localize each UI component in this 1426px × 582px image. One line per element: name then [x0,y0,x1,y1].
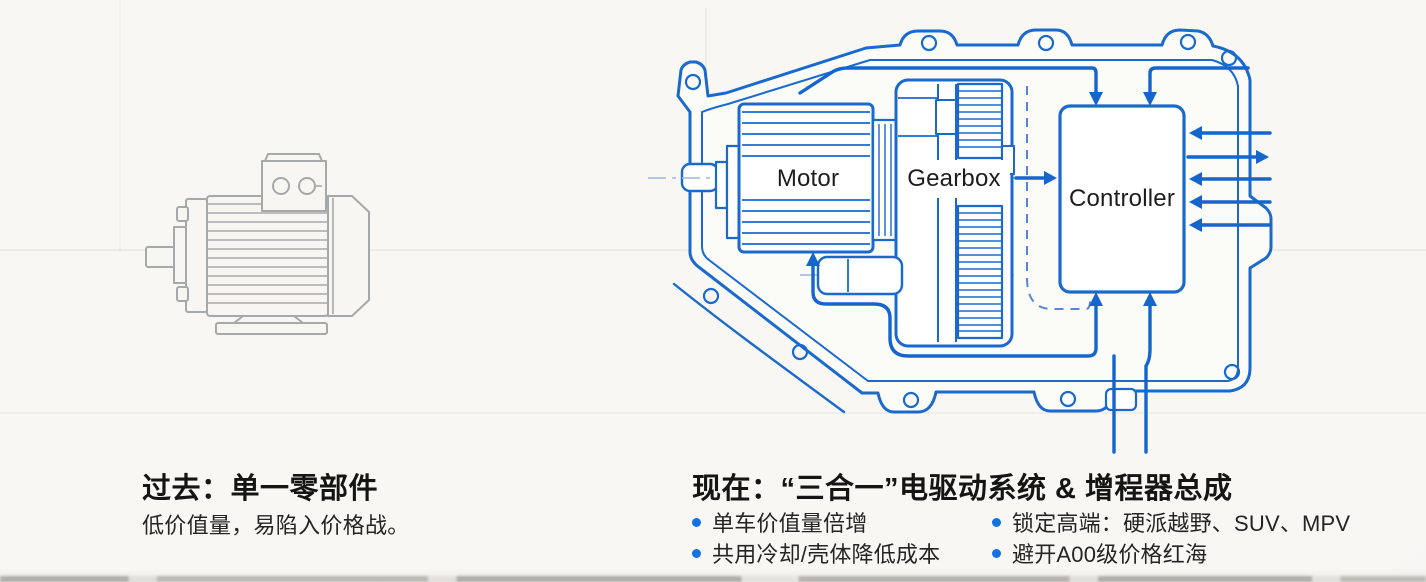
bullet-text: 避开A00级价格红海 [1012,542,1208,567]
gear-teeth-lower [956,204,1004,340]
bullet-list: 单车价值量倍增 共用冷却/壳体降低成本 锁定高端：硬派越野、SUV、MPV 避开… [692,507,1392,568]
motor-foot [233,315,304,324]
section-dashed-line [1026,86,1091,310]
motor-end-bell [327,195,370,317]
motor-bearing [173,226,187,284]
right-panel-title: 现在：“三合一”电驱动系统 & 增程器总成 [692,473,1233,505]
controller-label: Controller [1068,185,1176,212]
motor-body [206,195,329,317]
left-panel-title: 过去：单一零部件 [142,473,379,505]
edrive-gearbox [816,78,1015,348]
bullet-item: 单车价值量倍增 [692,507,992,537]
wire-controller-bottom [1144,304,1152,454]
wire-top-left [798,66,1098,95]
bullet-item: 共用冷却/壳体降低成本 [692,538,992,568]
controller-box [1058,104,1186,294]
arrow-heads [806,92,1269,306]
wire-motor-feed [811,264,1098,358]
bullet-text: 共用冷却/壳体降低成本 [712,542,941,567]
gray-motor-illustration [145,153,370,335]
motor-endplate-large [725,144,741,240]
motor-front-flange [185,198,208,313]
housing-flange-edge [672,282,846,414]
bullet-dot-icon [692,518,701,527]
bullet-dot-icon [992,518,1001,527]
bullet-item: 锁定高端：硬派越野、SUV、MPV [992,507,1392,537]
wire-top-right [1148,66,1250,95]
gearbox-label: Gearbox [898,160,1010,198]
bullet-item: 避开A00级价格红海 [992,538,1392,568]
terminal-box-lip [264,153,323,162]
bullet-text: 单车价值量倍增 [712,511,868,536]
motor-endplate-small [714,160,729,210]
motor-stator-fins [742,111,870,245]
bottom-cropped-content-strip [0,576,1426,582]
gear-teeth-upper [956,82,1004,160]
terminal-port-left [272,177,290,195]
gear-teeth-upper-lines [958,90,1002,148]
motor-bolt-bottom [176,286,189,302]
motor-shaft [145,246,177,268]
bottom-connector [1104,387,1138,412]
bolt-holes [684,33,1241,409]
bullet-dot-icon [692,549,701,558]
motor-label: Motor [752,161,864,197]
gear-teeth-lower-lines [958,212,1002,332]
signal-wires [798,66,1272,454]
left-panel-subtitle: 低价值量，易陷入价格战。 [142,513,410,538]
bullet-text: 锁定高端：硬派越野、SUV、MPV [1012,511,1351,536]
motor-bolt-top [176,206,189,222]
output-shaft [816,255,904,296]
motor-base-plate [215,322,328,335]
gearbox-hub [935,99,957,135]
bullet-dot-icon [992,549,1001,558]
